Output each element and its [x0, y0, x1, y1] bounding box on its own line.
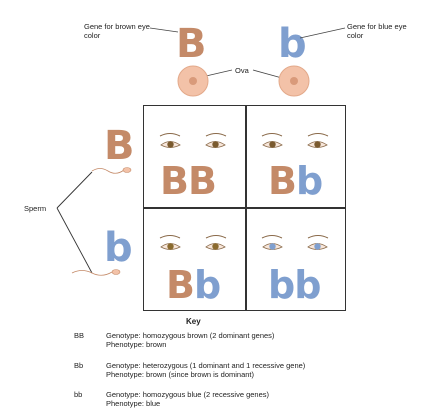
allele-second: B — [187, 159, 217, 203]
eyes-brown-icon — [159, 235, 227, 250]
label-gene-blue: Gene for blue eye color — [347, 22, 407, 40]
leader-line-brown — [149, 27, 179, 33]
grid-divider-horizontal — [144, 207, 345, 209]
key-code-bb-heterozygous: Bb — [74, 361, 84, 370]
allele-first: B — [160, 159, 189, 203]
ovum-allele-brown: B — [176, 21, 207, 67]
cell-bb-top-left: BB — [144, 106, 244, 206]
allele-second: b — [193, 263, 221, 307]
sperm-line-top — [56, 171, 93, 209]
sperm-allele-brown: B — [104, 123, 135, 169]
key-code-bb-homozygous-brown: BB — [74, 331, 85, 340]
key-phenotype-line: Phenotype: brown — [106, 340, 167, 349]
label-ova: Ova — [235, 66, 249, 75]
punnett-square: BB Bb Bb — [143, 105, 346, 311]
key-genotype-line: Genotype: heterozygous (1 dominant and 1… — [106, 361, 306, 370]
key-entry-bb-homozygous-blue: Genotype: homozygous blue (2 recessive g… — [106, 390, 269, 408]
sperm-line-bottom — [56, 207, 93, 274]
cell-genotype: Bb — [166, 263, 221, 307]
ovum-allele-blue: b — [278, 21, 307, 67]
cell-genotype: Bb — [268, 159, 323, 203]
cell-bb-top-right: Bb — [246, 106, 346, 206]
key-phenotype-line: Phenotype: blue — [106, 399, 161, 408]
key-genotype-line: Genotype: homozygous brown (2 dominant g… — [106, 331, 275, 340]
eyes-brown-icon — [159, 133, 227, 148]
allele-first: B — [166, 263, 195, 307]
cell-bb-bottom-right: bb — [246, 208, 346, 308]
key-code-bb-homozygous-blue: bb — [74, 390, 83, 399]
ovum-blue — [278, 65, 310, 97]
eyes-brown-icon — [261, 133, 329, 148]
key-genotype-line: Genotype: homozygous blue (2 recessive g… — [106, 390, 270, 399]
allele-first: B — [268, 159, 297, 203]
label-gene-brown: Gene for brown eye color — [84, 22, 150, 40]
sperm-allele-blue: b — [104, 225, 133, 271]
key-entry-bb-homozygous-brown: Genotype: homozygous brown (2 dominant g… — [106, 331, 274, 349]
leader-line-blue — [299, 27, 346, 39]
cell-bb-bottom-left: Bb — [144, 208, 244, 308]
allele-second: b — [295, 159, 323, 203]
ovum-brown — [177, 65, 209, 97]
allele-second: b — [294, 263, 321, 307]
eyes-blue-icon — [261, 235, 329, 250]
sperm-cell-blue — [71, 269, 121, 276]
cell-genotype: bb — [268, 263, 321, 307]
leader-line-ova-right — [252, 69, 283, 79]
key-title: Key — [186, 317, 201, 326]
leader-line-ova-left — [205, 69, 233, 77]
key-phenotype-line: Phenotype: brown (since brown is dominan… — [106, 370, 254, 379]
key-entry-bb-heterozygous: Genotype: heterozygous (1 dominant and 1… — [106, 361, 305, 379]
cell-genotype: BB — [160, 159, 217, 203]
sperm-cell-brown — [91, 167, 132, 174]
allele-first: b — [268, 263, 295, 307]
label-sperm: Sperm — [24, 204, 47, 213]
